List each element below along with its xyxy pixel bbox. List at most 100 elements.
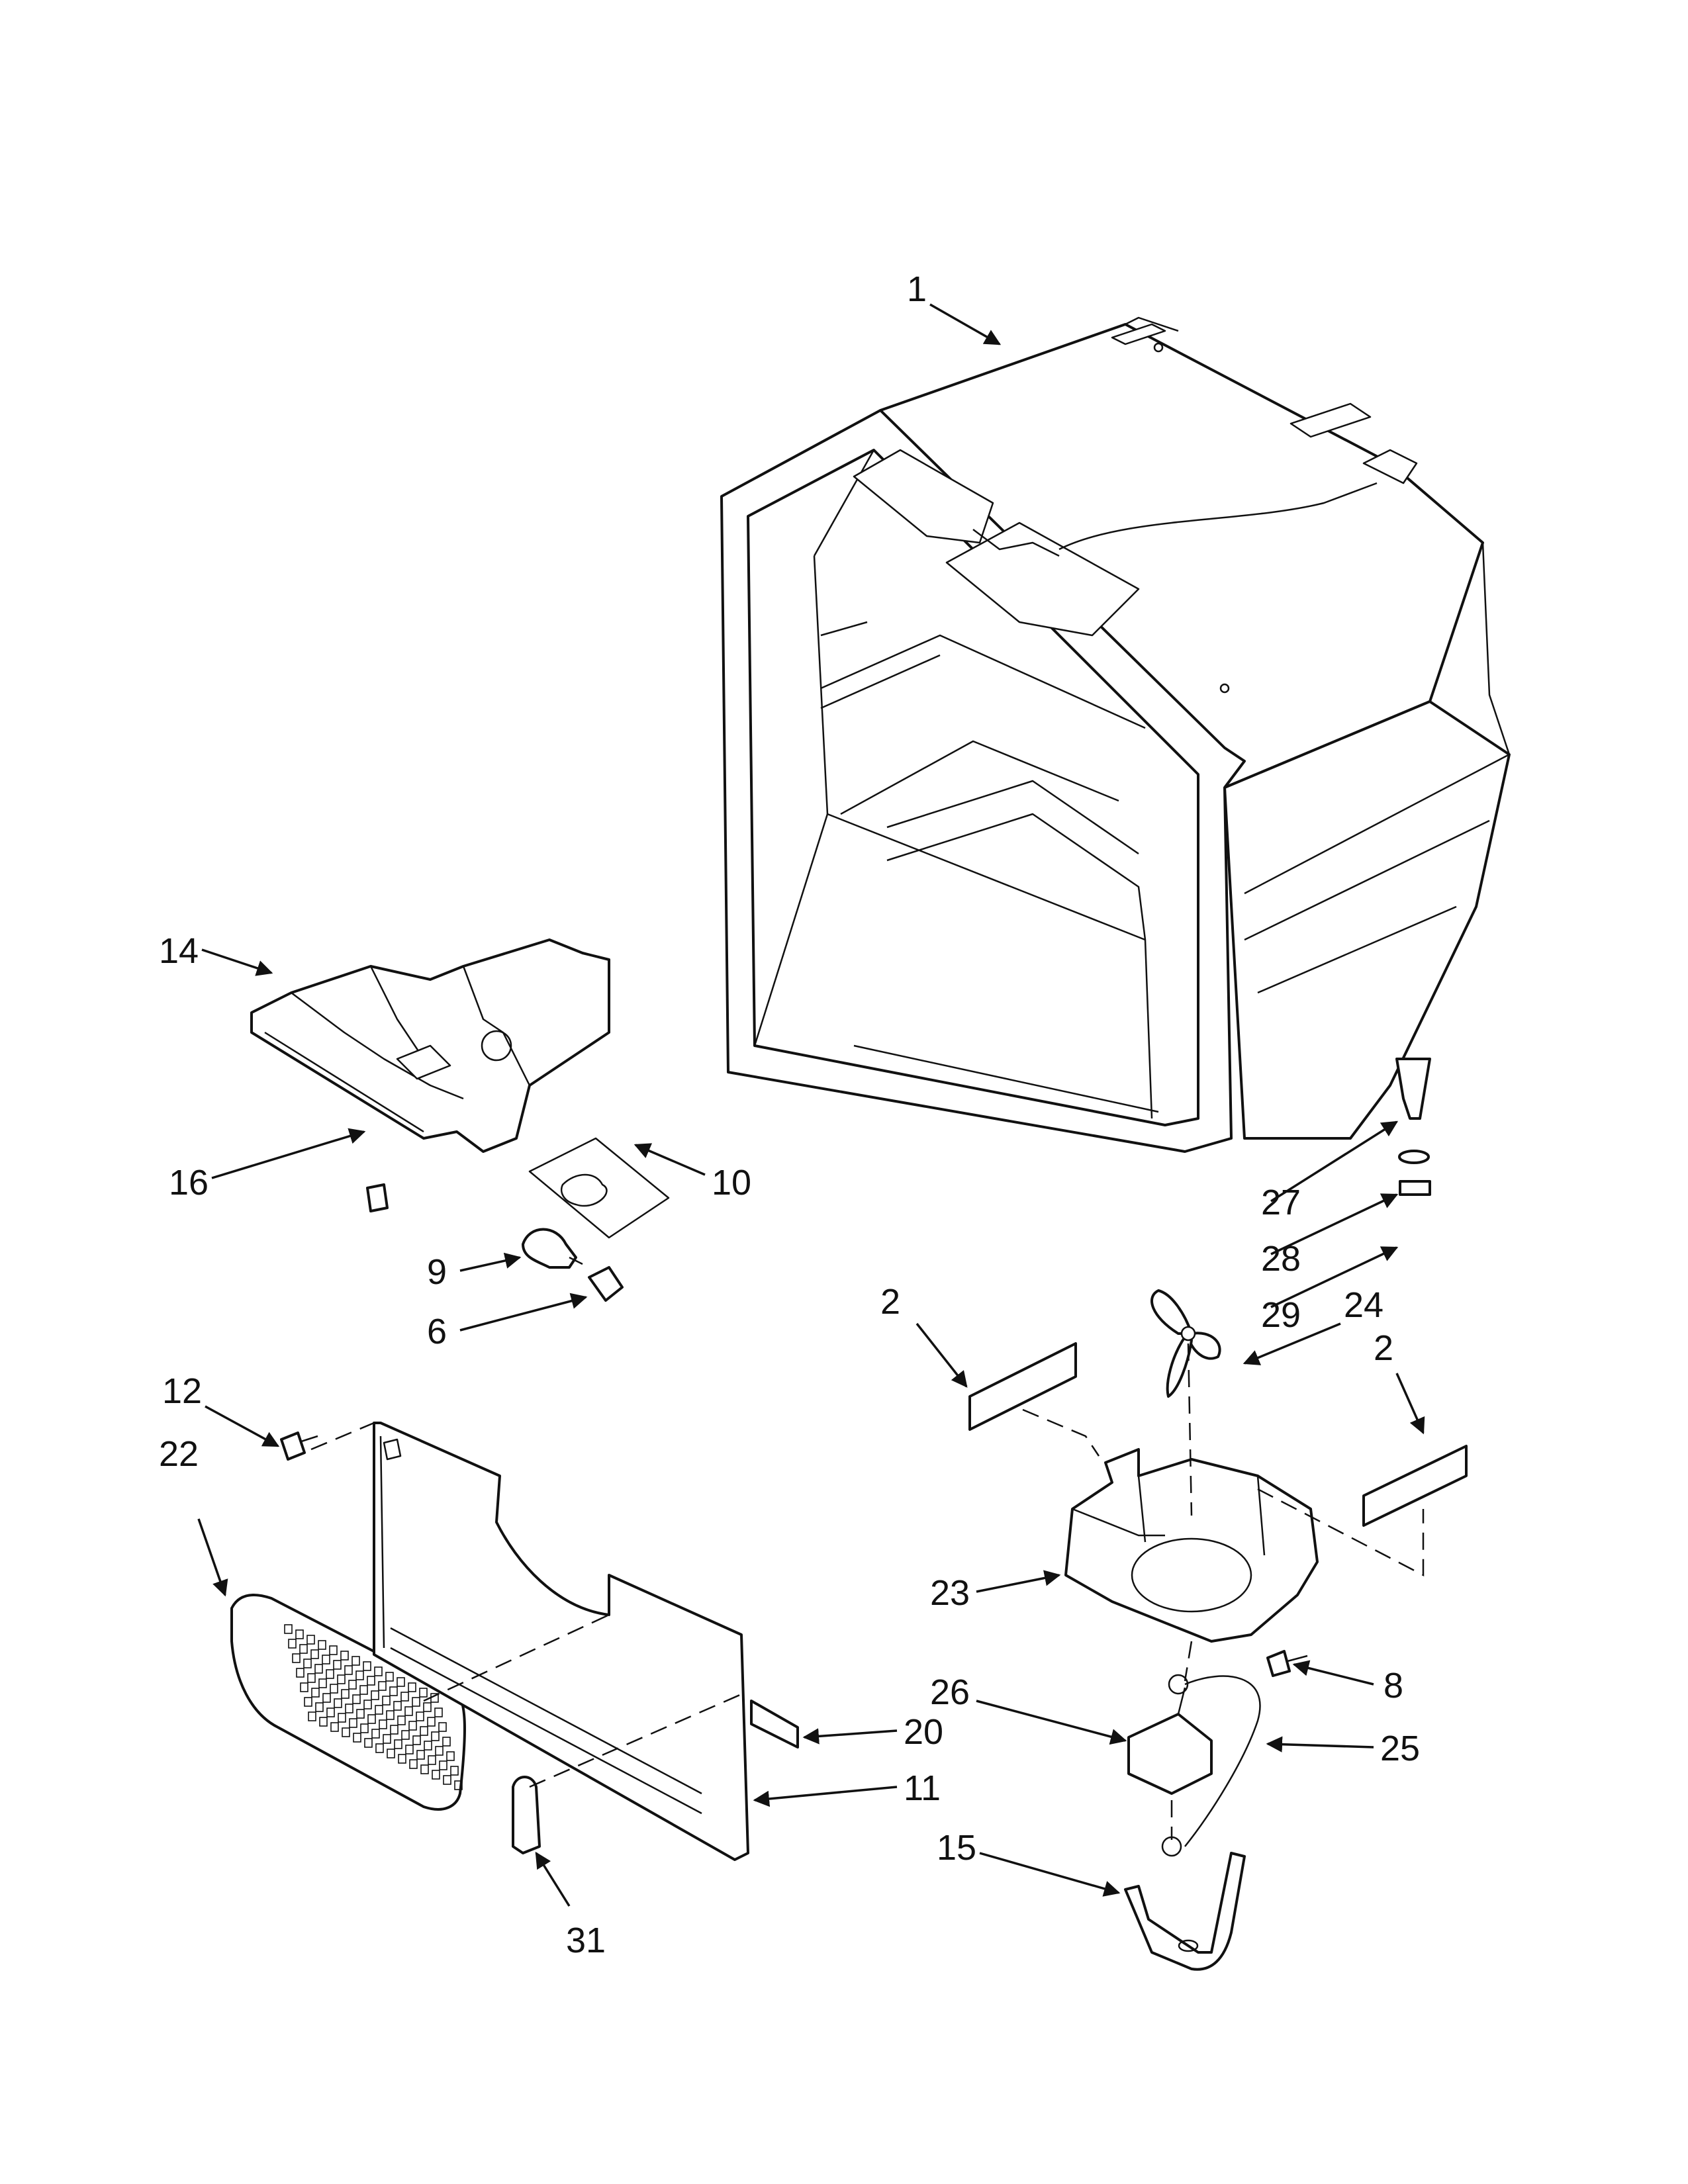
callout-1: 1 (907, 269, 927, 309)
grille-cell (308, 1711, 316, 1721)
grille-cell (423, 1702, 432, 1712)
grille-cell (352, 1694, 361, 1704)
grille-cell (296, 1668, 305, 1678)
grille-cell (349, 1718, 357, 1728)
grille-cell (307, 1673, 316, 1683)
fan-motor (1127, 1674, 1213, 1795)
grille-cell (408, 1682, 416, 1692)
grille-cell (404, 1706, 413, 1716)
light-bulb (522, 1228, 583, 1269)
grille-cell (409, 1759, 418, 1769)
grille-cell (390, 1725, 399, 1735)
grille-cell (330, 1722, 339, 1732)
grille-cell (416, 1750, 425, 1760)
grille-cell (341, 1689, 350, 1699)
grille-cell (382, 1696, 391, 1706)
grille-cell (431, 1731, 440, 1741)
grille-cell (288, 1639, 297, 1649)
callout-15: 15 (937, 1828, 976, 1868)
grille-cell (304, 1697, 312, 1707)
grille-cell (359, 1685, 368, 1695)
grille-cell (385, 1672, 394, 1682)
grille-cell (424, 1741, 432, 1751)
grille-cell (408, 1721, 417, 1731)
grille-cell (383, 1734, 391, 1744)
grille-cell (292, 1653, 301, 1663)
callout-6: 6 (427, 1312, 447, 1351)
callout-28: 28 (1261, 1239, 1301, 1279)
grille-cell (342, 1727, 350, 1737)
grille-cell (322, 1655, 330, 1664)
grille-cell (439, 1760, 447, 1770)
light-socket (588, 1266, 624, 1302)
grille-cell (394, 1739, 402, 1749)
grille-cell (363, 1700, 372, 1709)
gasket-sheet (528, 1137, 670, 1239)
grille-cell (330, 1684, 338, 1694)
clip-part (366, 1183, 389, 1212)
grille-cell (353, 1733, 361, 1743)
grille-cell (419, 1688, 428, 1698)
grille-cell (337, 1674, 346, 1684)
motor-bracket (1124, 1852, 1246, 1971)
grille-cell (379, 1719, 387, 1729)
grille-cell (367, 1676, 375, 1686)
callout-23: 23 (930, 1573, 970, 1613)
grille-cell (435, 1746, 444, 1756)
callout-24: 24 (1344, 1285, 1383, 1325)
callout-12: 12 (162, 1371, 202, 1411)
leader-arrows (197, 303, 1425, 1907)
callout-25: 25 (1380, 1729, 1420, 1768)
grille-cell (295, 1629, 304, 1639)
grille-cell (356, 1709, 365, 1719)
grille-cell (310, 1649, 319, 1659)
grille-cell (334, 1698, 342, 1708)
grille-cell (318, 1678, 327, 1688)
grille-cell (371, 1690, 379, 1700)
callout-20: 20 (904, 1712, 943, 1752)
callout-10: 10 (712, 1163, 751, 1203)
grille-cell (393, 1701, 402, 1711)
fan-housing (1064, 1448, 1319, 1643)
callout-26: 26 (930, 1672, 970, 1712)
grille-cell (371, 1729, 380, 1739)
callout-2b: 2 (1374, 1328, 1393, 1368)
grille-cell (322, 1693, 331, 1703)
grille-cell (412, 1697, 420, 1707)
callout-8: 8 (1383, 1666, 1403, 1706)
grille-cell (375, 1705, 383, 1715)
grille-cell (434, 1707, 443, 1717)
grille-cell (363, 1661, 371, 1671)
grille-cell (387, 1749, 395, 1758)
grille-cell (389, 1686, 398, 1696)
grille-cell (306, 1635, 315, 1645)
back-panel (373, 1422, 749, 1861)
grille-cell (442, 1737, 451, 1747)
grille-cell (386, 1710, 395, 1720)
grille-cell (375, 1743, 384, 1753)
grille-cell (319, 1717, 328, 1727)
grille-cell (338, 1713, 346, 1723)
cup-parts (1395, 1058, 1431, 1196)
vent-grille (230, 1594, 466, 1811)
grille-cell (446, 1751, 455, 1761)
callout-22: 22 (159, 1434, 199, 1474)
grille-cell (420, 1764, 429, 1774)
grille-cell (428, 1755, 436, 1765)
grille-cell (360, 1723, 369, 1733)
grille-cell (303, 1659, 312, 1668)
freezer-liner (720, 316, 1511, 1153)
grille-cell (300, 1682, 308, 1692)
callout-29: 29 (1261, 1295, 1301, 1335)
callout-27: 27 (1261, 1183, 1301, 1222)
grille-cell (299, 1644, 308, 1654)
grille-cell (374, 1666, 383, 1676)
grille-cell (398, 1754, 406, 1764)
grille-cell (443, 1775, 451, 1785)
grille-cell (364, 1738, 373, 1748)
foam-strip (750, 1700, 799, 1749)
grille-cell (311, 1688, 320, 1698)
grille-cell (284, 1624, 293, 1634)
callout-2a: 2 (880, 1282, 900, 1322)
